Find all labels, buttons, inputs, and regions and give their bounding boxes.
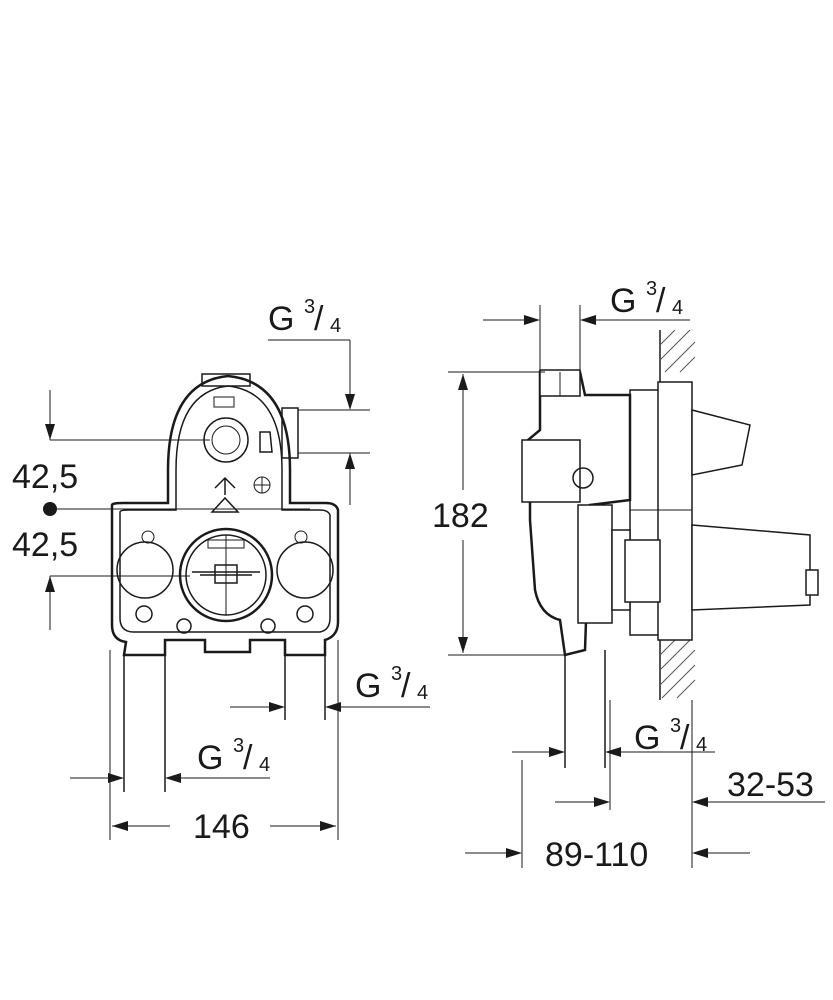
front-centerline bbox=[43, 390, 310, 630]
svg-text:G: G bbox=[197, 739, 223, 777]
svg-text:4: 4 bbox=[696, 734, 707, 756]
front-right-g34-dim bbox=[230, 702, 430, 712]
svg-text:4: 4 bbox=[672, 297, 683, 319]
svg-text:G: G bbox=[634, 719, 660, 757]
label-g34-side-top: G 3 / 4 bbox=[610, 278, 683, 320]
svg-text:G: G bbox=[268, 300, 294, 338]
side-bottom-g34-dim bbox=[512, 747, 715, 757]
svg-text:3: 3 bbox=[670, 715, 681, 737]
svg-text:3: 3 bbox=[304, 296, 315, 318]
side-top-g34-dim bbox=[483, 305, 690, 372]
label-g34-front-right: G 3 / 4 bbox=[355, 663, 428, 705]
svg-text:4: 4 bbox=[417, 682, 428, 704]
svg-text:G: G bbox=[610, 282, 636, 320]
label-182: 182 bbox=[432, 497, 489, 535]
label-g34-front-top: G 3 / 4 bbox=[268, 296, 341, 338]
front-bottom-g34-dim bbox=[70, 773, 270, 783]
label-42-5-top: 42,5 bbox=[12, 458, 78, 496]
label-89-110: 89-110 bbox=[545, 836, 648, 874]
svg-text:3: 3 bbox=[646, 278, 657, 300]
label-32-53: 32-53 bbox=[727, 766, 814, 804]
svg-text:/: / bbox=[314, 300, 324, 338]
front-width-dim bbox=[109, 640, 339, 840]
svg-text:4: 4 bbox=[330, 315, 341, 337]
center-mark-icon bbox=[43, 502, 57, 516]
label-146: 146 bbox=[193, 808, 250, 846]
svg-text:/: / bbox=[243, 739, 253, 777]
side-height-dim bbox=[448, 371, 565, 656]
label-42-5-bottom: 42,5 bbox=[12, 526, 78, 564]
label-g34-side-bottom: G 3 / 4 bbox=[634, 715, 707, 757]
front-top-g34-dim bbox=[268, 339, 370, 505]
label-g34-front-bottom: G 3 / 4 bbox=[197, 735, 270, 777]
svg-text:/: / bbox=[401, 667, 411, 705]
wall-hatch bbox=[659, 329, 696, 700]
svg-text:3: 3 bbox=[233, 735, 244, 757]
svg-text:/: / bbox=[680, 719, 690, 757]
svg-text:4: 4 bbox=[259, 754, 270, 776]
front-view bbox=[110, 373, 340, 792]
svg-text:3: 3 bbox=[391, 663, 402, 685]
svg-text:G: G bbox=[355, 667, 381, 705]
side-depth-dims bbox=[465, 700, 825, 868]
side-view bbox=[521, 329, 819, 768]
svg-text:/: / bbox=[656, 282, 666, 320]
